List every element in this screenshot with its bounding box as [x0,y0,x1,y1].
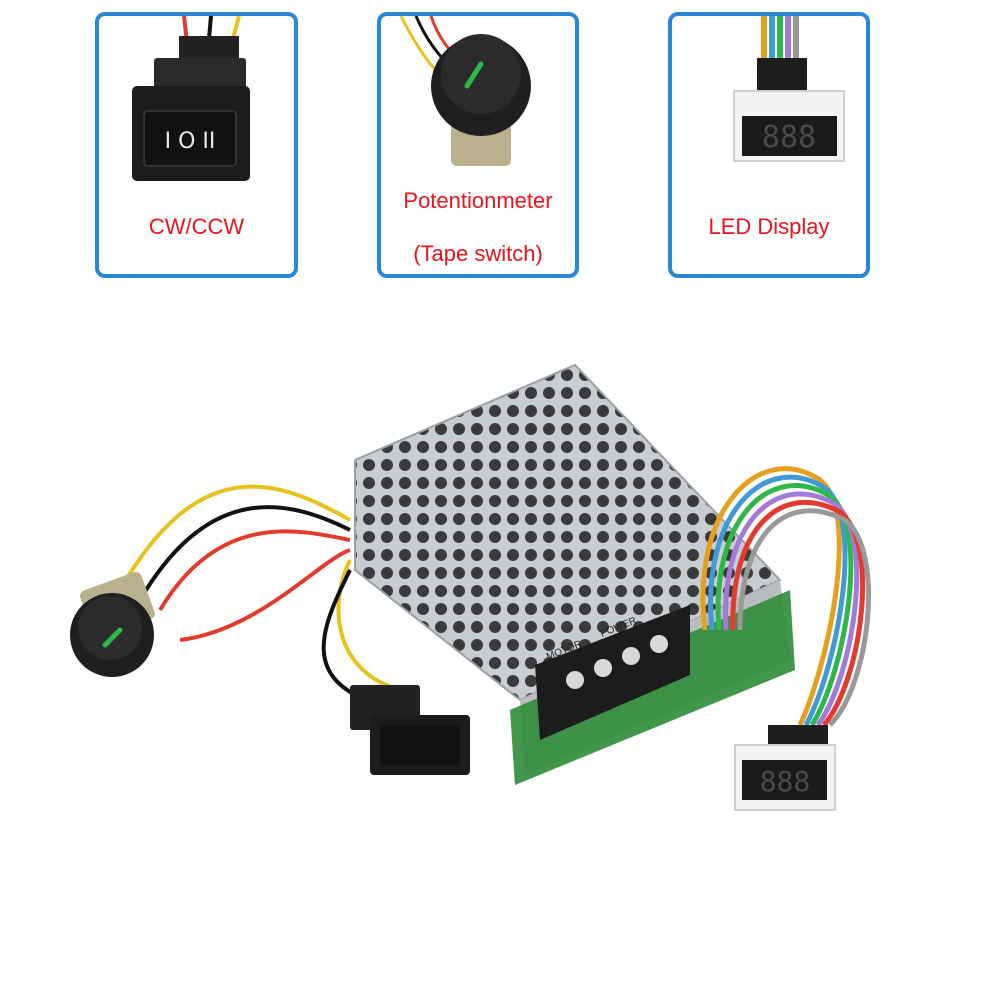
rocker-switch-photo: I O II [132,16,250,181]
controller-assembly: MOTOR POWER 888 [70,363,871,811]
panel-potentiometer: Potentionmeter (Tape switch) [377,12,579,278]
led-display-photo: 888 [733,16,845,162]
switch-symbols: I O II [165,129,216,154]
panel-cw-ccw: I O II CW/CCW [95,12,298,278]
display-digits-small: 888 [762,120,816,155]
caption-cw-ccw: CW/CCW [148,214,245,239]
display-digits-main: 888 [760,765,811,798]
main-product-photo: MOTOR POWER 888 [0,330,1000,1000]
panel-led-display: 888 LED Display [668,12,870,278]
caption-potentiometer-1: Potentionmeter [403,188,553,213]
caption-led-display: LED Display [708,214,830,239]
potentiometer-photo [399,16,531,166]
caption-potentiometer-2: (Tape switch) [413,241,543,266]
